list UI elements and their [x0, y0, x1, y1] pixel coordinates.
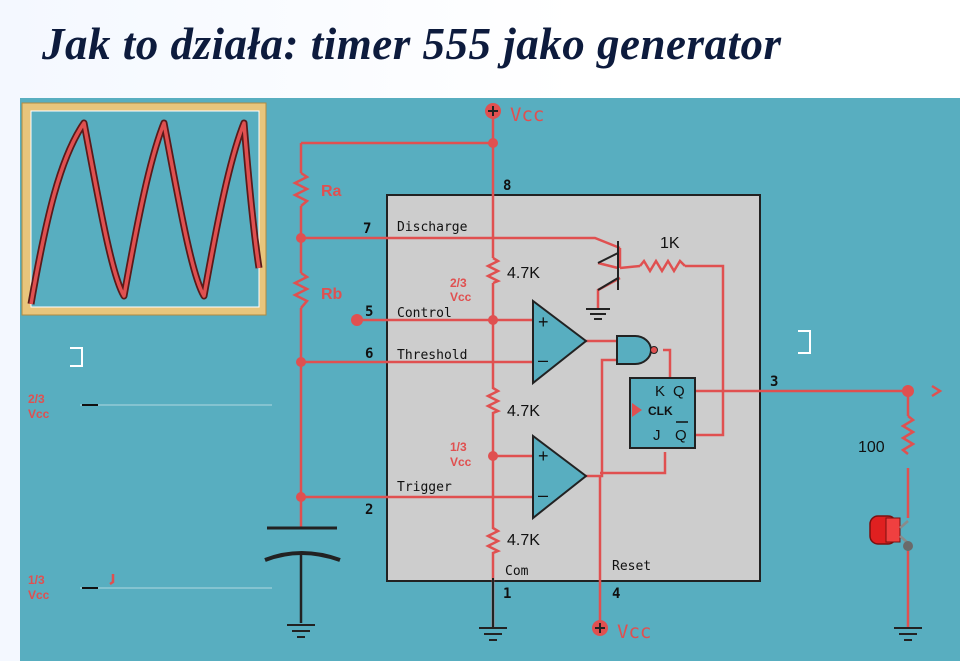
chip-two-thirds-num: 2/3 — [450, 276, 467, 290]
pin-7: 7 — [363, 221, 371, 237]
scope-screen — [30, 110, 260, 308]
resistor-100 — [900, 415, 916, 455]
external-resistor-labels: Ra Rb — [321, 183, 343, 303]
resistor-r3 — [485, 518, 502, 563]
ff-qbar: Q — [675, 427, 687, 444]
resistor-r2 — [485, 378, 502, 428]
pin-8: 8 — [503, 178, 511, 194]
r3-value: 4.7K — [507, 532, 540, 549]
pin-name-reset: Reset — [612, 559, 651, 574]
pin-2: 2 — [365, 502, 373, 518]
led-icon — [869, 515, 913, 551]
pin-name-discharge: Discharge — [397, 220, 468, 235]
pin-5: 5 — [365, 304, 373, 320]
ra-label: Ra — [321, 183, 342, 200]
resistor-r1 — [485, 256, 502, 285]
resistor-rb — [292, 271, 310, 309]
vcc-bottom-label: Vcc — [617, 621, 651, 643]
pin-name-trigger: Trigger — [397, 480, 452, 495]
corner-marker-left — [70, 347, 83, 367]
comparator-lower — [532, 433, 588, 521]
ff-q: Q — [673, 383, 685, 400]
capacitor-plate-bottom — [264, 551, 341, 562]
pin-numbers: 8 7 5 6 2 1 4 3 — [363, 178, 778, 602]
pin-name-control: Control — [397, 306, 452, 321]
comparator-signs: + – + – — [538, 312, 549, 505]
logic-gate — [616, 335, 652, 365]
junction-dots — [296, 103, 914, 636]
chip-one-third-num: 1/3 — [450, 440, 467, 454]
ground-icon — [287, 624, 315, 638]
ff-clk: CLK — [648, 404, 673, 418]
pin-name-com: Com — [505, 564, 529, 579]
gate-inverter-bubble — [650, 346, 658, 354]
output-arrow-icon — [931, 384, 943, 398]
upper-plus: + — [538, 312, 549, 332]
side-one-third-vcc: Vcc — [28, 588, 50, 602]
internal-resistor-labels: 4.7K 4.7K 4.7K 1K 100 — [507, 235, 885, 549]
level-labels: 2/3 Vcc 1/3 Vcc 2/3 Vcc 1/3 Vcc — [28, 276, 472, 602]
side-two-thirds-num: 2/3 — [28, 392, 45, 406]
ground-symbols — [287, 308, 922, 641]
r1-value: 4.7K — [507, 265, 540, 282]
rb-label: Rb — [321, 286, 343, 303]
circuit-svg: Vcc Vcc 8 7 5 6 2 1 4 3 Discharge Contro… — [21, 102, 943, 643]
flip-flop — [629, 377, 696, 449]
pin-1: 1 — [503, 586, 511, 602]
resistor-ra — [292, 171, 310, 207]
chip-two-thirds-vcc: Vcc — [450, 290, 472, 304]
ff-j: J — [653, 427, 661, 444]
pin-names: Discharge Control Threshold Trigger Com … — [397, 220, 651, 579]
r1k-value: 1K — [660, 235, 680, 252]
pin-3: 3 — [770, 374, 778, 390]
r2-value: 4.7K — [507, 403, 540, 420]
circuit-diagram: Vcc Vcc 8 7 5 6 2 1 4 3 Discharge Contro… — [20, 98, 960, 661]
side-one-third-num: 1/3 — [28, 573, 45, 587]
ground-icon — [894, 627, 922, 641]
ground-icon — [479, 627, 507, 641]
transistor — [597, 241, 619, 291]
vcc-plus-marks — [488, 106, 605, 633]
flip-flop-labels: K Q CLK J Q — [648, 383, 687, 444]
resistor-1k — [639, 258, 686, 274]
corner-marker-right — [798, 330, 811, 354]
lower-plus: + — [538, 446, 549, 466]
comparator-upper — [532, 298, 588, 386]
upper-minus: – — [538, 350, 548, 370]
ff-k: K — [655, 383, 665, 400]
vcc-top-label: Vcc — [510, 104, 544, 126]
ground-icon — [586, 308, 610, 320]
sawtooth-waveform — [29, 121, 261, 305]
pin-name-threshold: Threshold — [397, 348, 467, 363]
pin-4: 4 — [612, 586, 620, 602]
r100-value: 100 — [858, 439, 885, 456]
lower-minus: – — [538, 485, 548, 505]
pin-6: 6 — [365, 346, 373, 362]
chip-555 — [386, 194, 761, 582]
level-marker-one-third — [109, 574, 115, 586]
side-two-thirds-vcc: Vcc — [28, 407, 50, 421]
chip-one-third-vcc: Vcc — [450, 455, 472, 469]
resistor-zigzags — [292, 171, 916, 563]
clk-triangle — [632, 403, 642, 417]
page-title: Jak to działa: timer 555 jako generator — [42, 19, 782, 69]
